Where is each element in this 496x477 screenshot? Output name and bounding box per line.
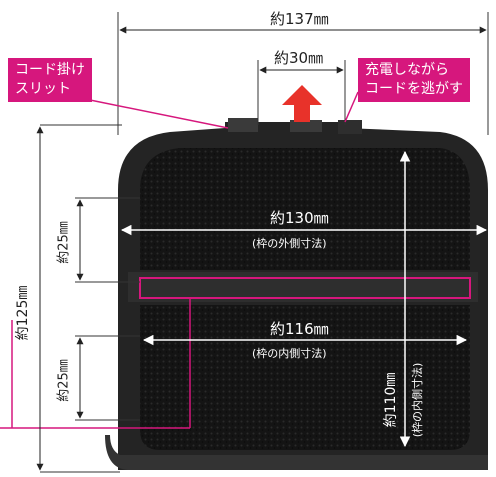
upper-section-label: 約25㎜ [56,221,72,264]
slot-gap-label: 約30㎜ [274,49,324,67]
charging-escape-line2: コードを逃がす [365,81,463,97]
charging-escape-callout: 充電しながら コードを逃がす [358,58,470,102]
cord-slit-callout: コード掛け スリット [8,58,92,102]
charging-escape-line1: 充電しながら [365,62,449,78]
inner-height-label: 約110㎜ [383,372,399,428]
cord-slit-line2: スリット [15,81,71,97]
overall-width-label: 約137㎜ [270,10,329,28]
inner-width-label: 約116㎜ [270,320,329,338]
lower-section-label: 約25㎜ [56,359,72,402]
escape-arrow [282,85,322,122]
overall-height-label: 約125㎜ [15,285,31,341]
cord-escape-notch [290,120,322,132]
cord-slit-line1: コード掛け [15,62,85,78]
inner-width-note: (枠の内側寸法) [252,347,327,360]
upper-pad [140,148,470,270]
outer-width-note: (枠の外側寸法) [252,237,327,250]
inner-height-note: (枠の内側寸法) [411,362,424,438]
cord-slit-notch [228,118,258,132]
outer-width-label: 約130㎜ [270,209,329,227]
